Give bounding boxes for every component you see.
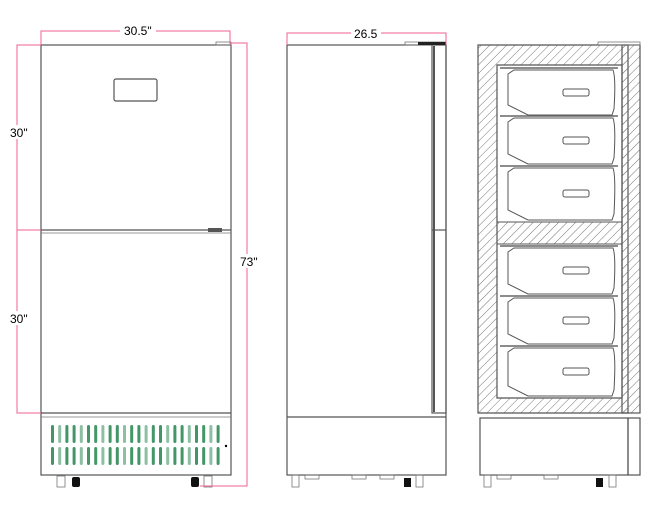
grille-slot	[202, 425, 206, 443]
display-panel	[113, 78, 158, 102]
grille-slot	[72, 447, 76, 465]
grille-slot	[79, 447, 83, 465]
drawer	[507, 69, 616, 116]
grille-slot	[101, 447, 105, 465]
grille-slot	[216, 425, 220, 443]
drawer	[507, 167, 616, 221]
drawer-handle	[562, 367, 590, 376]
upper-height-label: 30"	[10, 126, 28, 140]
grille-slot	[166, 425, 170, 443]
grille-slot	[123, 425, 126, 443]
drawer	[507, 117, 616, 165]
grille-slot	[65, 425, 69, 443]
section-base	[479, 417, 629, 476]
width-label: 30.5"	[124, 24, 152, 38]
drawer	[507, 247, 616, 295]
lower-height-dimension-line	[16, 230, 41, 414]
lower-height-label: 30"	[10, 312, 28, 326]
grille-slot	[173, 425, 177, 443]
caster-left	[56, 475, 66, 488]
grille-slot	[216, 447, 220, 465]
depth-label: 26.5	[354, 27, 378, 41]
grille-slot	[115, 447, 119, 465]
grille-slot	[72, 425, 76, 443]
door-handle	[208, 228, 222, 232]
grille-slot	[137, 447, 141, 465]
grille-slot	[130, 425, 134, 443]
drawer	[507, 297, 616, 345]
grille-slot	[144, 447, 148, 465]
grille-slot	[173, 447, 177, 465]
grille-slot	[187, 447, 191, 465]
drawer	[507, 347, 616, 397]
grille-slot	[58, 425, 62, 443]
section-view	[477, 41, 641, 488]
grille-slot	[195, 447, 198, 465]
grille-slot	[94, 425, 98, 443]
grille-slot	[209, 425, 213, 443]
front-body	[40, 44, 232, 476]
grille-slot	[123, 447, 126, 465]
grille-slot	[180, 425, 184, 443]
front-view: 30.5" 30" 30" 73"	[8, 23, 261, 488]
leveling-foot-left	[72, 477, 80, 487]
side-body	[286, 44, 447, 476]
grille-slot	[166, 447, 170, 465]
grille-slot	[187, 425, 191, 443]
grille-slot	[108, 425, 112, 443]
grille-slot	[108, 447, 112, 465]
grille-slot	[51, 447, 54, 465]
total-height-label: 73"	[240, 255, 258, 269]
ventilation-grille	[51, 425, 220, 465]
grille-slot	[209, 447, 213, 465]
grille-slot	[94, 447, 98, 465]
drawers	[500, 67, 618, 397]
grille-slot	[180, 447, 184, 465]
leveling-foot-right	[191, 477, 199, 487]
grille-slot	[144, 425, 148, 443]
grille-slot	[137, 425, 141, 443]
grille-slot	[159, 447, 162, 465]
grille-slot	[79, 425, 83, 443]
drawer-handle	[562, 136, 590, 145]
drawer-handle	[562, 189, 590, 198]
drawer-handle	[562, 316, 590, 325]
compartment-divider	[496, 221, 623, 245]
grille-slot	[115, 425, 119, 443]
caster-right	[203, 475, 213, 488]
drawer-handle	[562, 88, 590, 97]
grille-slot	[51, 425, 54, 443]
side-view: 26.5	[286, 26, 447, 488]
drawer-handle	[562, 266, 590, 275]
grille-slot	[65, 447, 69, 465]
grille-slot	[101, 425, 105, 443]
grille-slot	[151, 425, 155, 443]
grille-slot	[151, 447, 155, 465]
grille-slot	[159, 425, 162, 443]
grille-slot	[87, 447, 90, 465]
grille-slot	[87, 425, 90, 443]
grille-slot	[202, 447, 206, 465]
grille-slot	[195, 425, 198, 443]
door-section	[621, 44, 641, 414]
grille-slot	[130, 447, 134, 465]
grille-slot	[58, 447, 62, 465]
side-feet	[291, 474, 424, 488]
indicator-dot	[224, 444, 228, 448]
section-feet	[483, 474, 617, 488]
